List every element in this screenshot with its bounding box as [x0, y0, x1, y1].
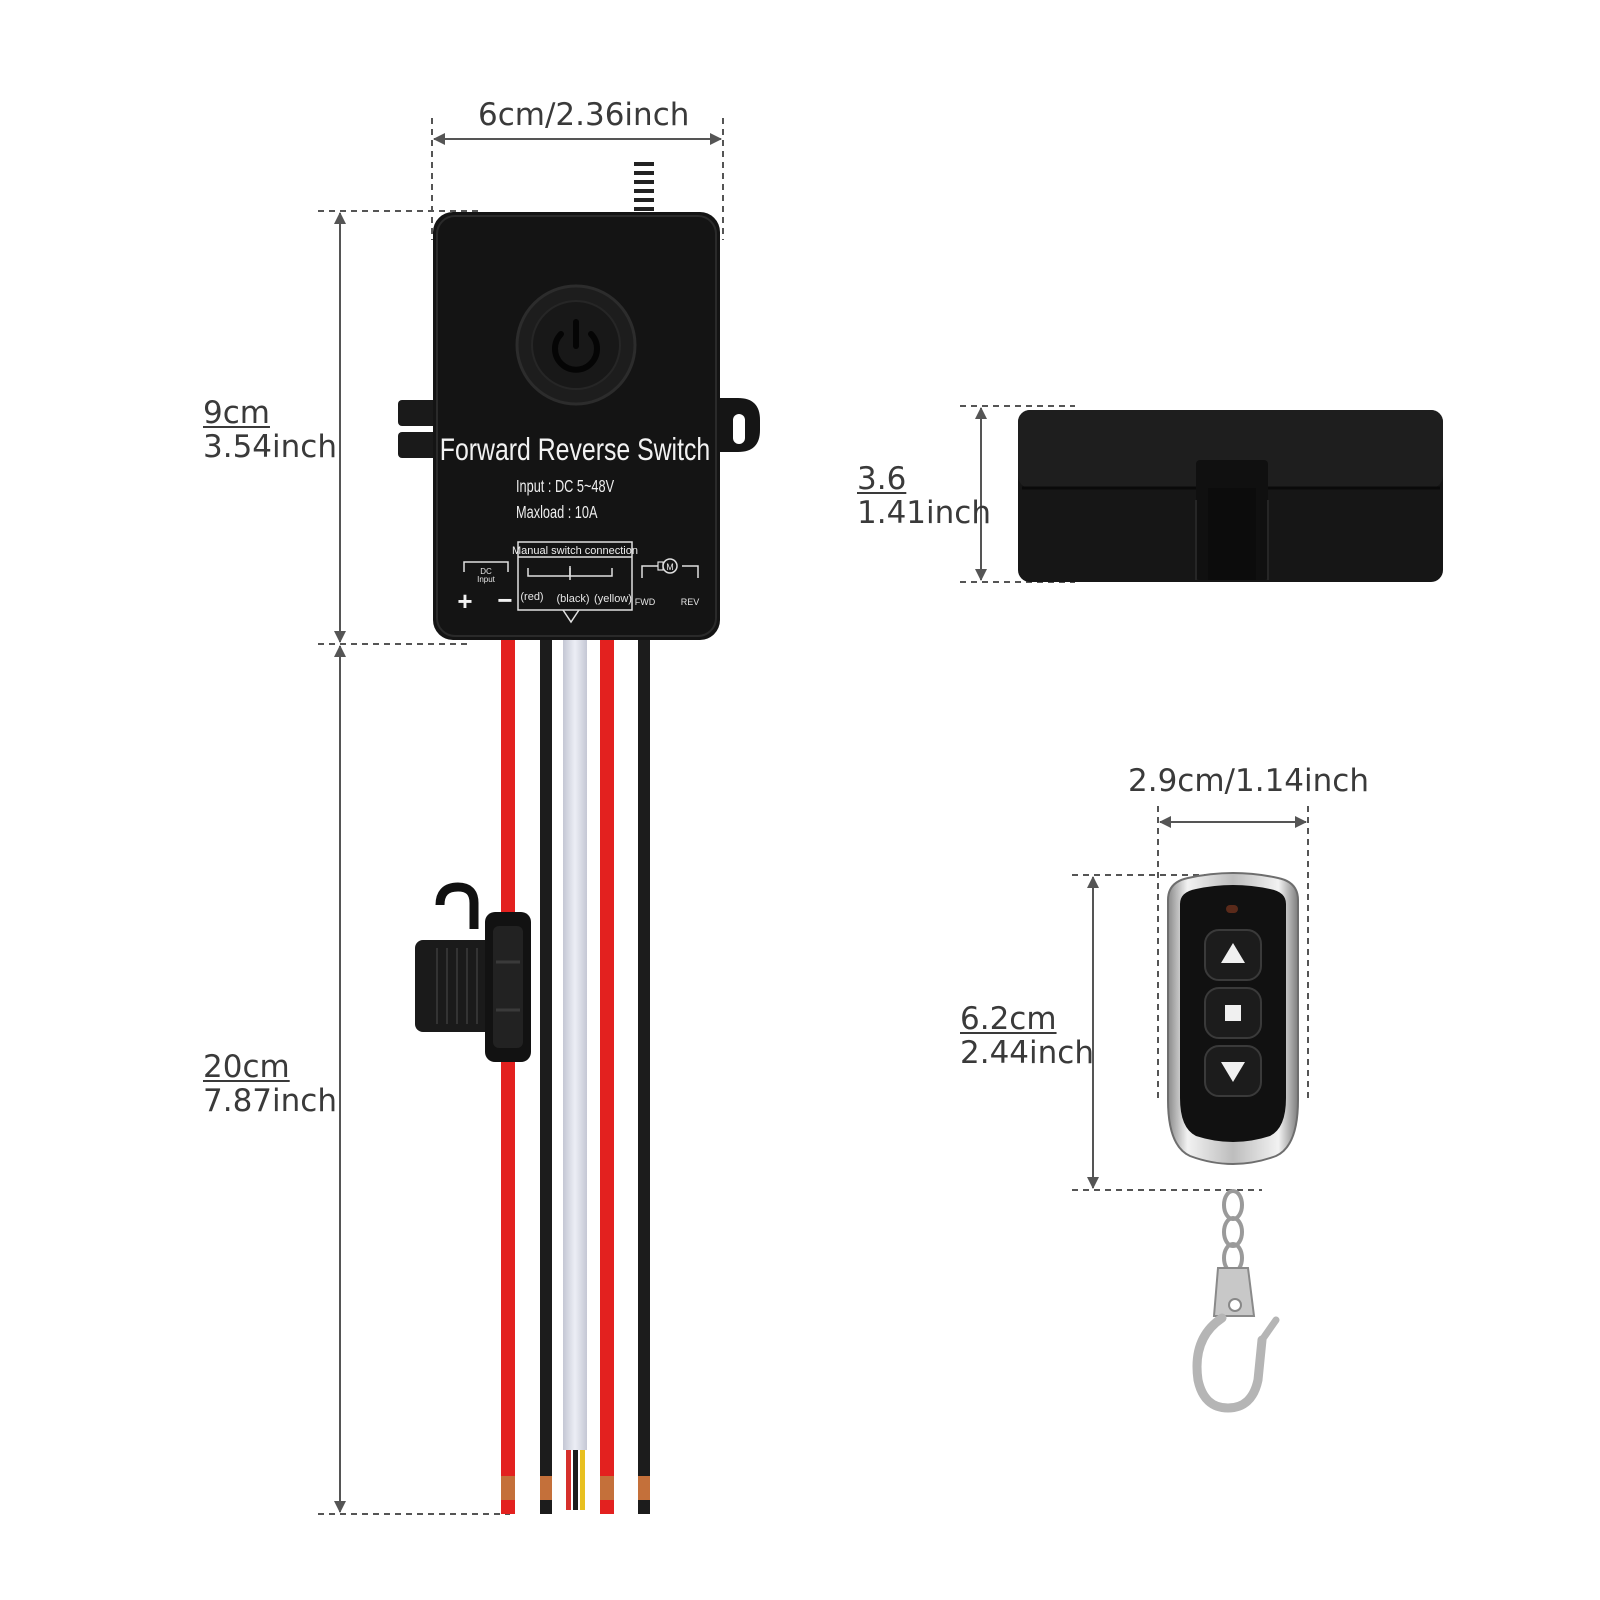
controller-module: Forward Reverse Switch Input : DC 5~48V …: [398, 162, 760, 640]
dc-label-bottom: Input: [477, 575, 496, 584]
label-black: (black): [556, 593, 589, 605]
label-red: (red): [520, 591, 543, 603]
module-width-label: 6cm/2.36inch: [478, 97, 690, 133]
rev-label: REV: [681, 597, 700, 607]
wire-white-sheath: [563, 640, 587, 1450]
label-yellow: (yellow): [594, 593, 632, 605]
manual-switch-diagram: [517, 541, 633, 624]
motor-symbol: M: [666, 562, 674, 572]
receiver-height-in: 1.41inch: [857, 495, 991, 531]
module-height-label: 9cm 3.54inch: [203, 396, 337, 464]
module-input-rating: Input : DC 5~48V: [516, 477, 615, 496]
remote-height-cm: 6.2cm: [960, 1001, 1057, 1037]
wire-length-label: 20cm 7.87inch: [203, 1050, 337, 1118]
remote-width-label: 2.9cm/1.14inch: [1128, 763, 1369, 799]
wire-red-right: [600, 640, 614, 1514]
inline-fuse-holder: [415, 882, 531, 1062]
receiver-case: [1018, 410, 1443, 582]
module-height-cm: 9cm: [203, 395, 270, 431]
antenna-spring: [634, 162, 654, 211]
wire-red-left: [501, 640, 515, 1514]
fwd-label: FWD: [635, 597, 656, 607]
module-maxload-rating: Maxload : 10A: [516, 503, 598, 522]
receiver-height-cm: 3.6: [857, 461, 907, 497]
wire-bundle: [501, 640, 650, 1514]
wire-black-left: [540, 640, 552, 1514]
dc-label-top: DC: [480, 567, 492, 576]
wire-length-in: 7.87inch: [203, 1083, 337, 1119]
remote-height-in: 2.44inch: [960, 1035, 1094, 1071]
module-height-in: 3.54inch: [203, 429, 337, 465]
minus-terminal: −: [497, 585, 512, 615]
manual-switch-label: Manual switch connection: [512, 545, 638, 557]
wire-black-right: [638, 640, 650, 1514]
remote-control: [1167, 872, 1299, 1413]
wire-length-cm: 20cm: [203, 1049, 290, 1085]
module-title: Forward Reverse Switch: [440, 432, 710, 468]
plus-terminal: +: [457, 586, 472, 616]
remote-height-label: 6.2cm 2.44inch: [960, 1002, 1094, 1070]
receiver-height-label: 3.6 1.41inch: [857, 462, 991, 530]
